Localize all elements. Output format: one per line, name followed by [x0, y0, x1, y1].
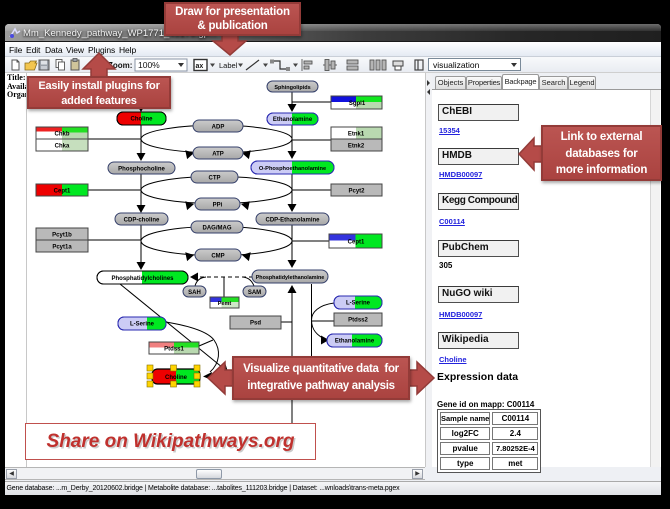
- svg-text:Chka: Chka: [55, 144, 70, 150]
- svg-text:L-Serine: L-Serine: [346, 301, 371, 307]
- svg-text:Ethanolamine: Ethanolamine: [335, 339, 375, 345]
- svg-text:SAM: SAM: [248, 290, 261, 296]
- svg-text:Etnk2: Etnk2: [348, 144, 365, 150]
- svg-text:Pcyt2: Pcyt2: [348, 189, 365, 195]
- svg-text:Chkb: Chkb: [55, 132, 70, 138]
- svg-text:Pcyt1a: Pcyt1a: [52, 245, 72, 251]
- svg-text:CDP-choline: CDP-choline: [124, 218, 160, 224]
- svg-text:Pemt: Pemt: [218, 301, 232, 307]
- svg-text:Ethanolamine: Ethanolamine: [273, 117, 313, 123]
- svg-text:DAG/MAG: DAG/MAG: [203, 226, 232, 232]
- svg-text:Cept1: Cept1: [54, 189, 71, 195]
- svg-text:PPi: PPi: [213, 203, 223, 209]
- svg-text:Pcyt1b: Pcyt1b: [52, 233, 72, 239]
- svg-text:Ptdss2: Ptdss2: [348, 318, 368, 324]
- svg-text:Choline: Choline: [131, 117, 154, 123]
- svg-text:ax: ax: [196, 63, 204, 70]
- svg-text:CMP: CMP: [211, 254, 224, 260]
- svg-text:100%: 100%: [138, 60, 160, 70]
- svg-text:Phosphatidylethanolamine: Phosphatidylethanolamine: [256, 275, 325, 281]
- svg-text:Choline: Choline: [165, 375, 188, 381]
- svg-text:ADP: ADP: [212, 125, 225, 131]
- svg-text:SAH: SAH: [188, 290, 201, 296]
- svg-text:Ptdss1: Ptdss1: [164, 347, 184, 353]
- svg-text:CTP: CTP: [209, 176, 221, 182]
- svg-text:Cept1: Cept1: [348, 240, 365, 246]
- svg-text:O-Phosphoethanolamine: O-Phosphoethanolamine: [259, 166, 326, 172]
- svg-text:L-Serine: L-Serine: [130, 322, 155, 328]
- svg-text:Phosphocholine: Phosphocholine: [118, 167, 165, 173]
- svg-text:CDP-Ethanolamine: CDP-Ethanolamine: [265, 218, 320, 224]
- svg-text:Psd: Psd: [250, 321, 261, 327]
- svg-text:Label: Label: [219, 61, 238, 70]
- svg-text:Sgpl1: Sgpl1: [349, 101, 366, 107]
- svg-text:Etnk1: Etnk1: [348, 132, 365, 138]
- svg-text:Phosphatidylcholines: Phosphatidylcholines: [111, 276, 174, 282]
- svg-text:ATP: ATP: [212, 152, 224, 158]
- svg-text:Sphingolipids: Sphingolipids: [274, 85, 310, 91]
- svg-text:Zoom:: Zoom:: [108, 61, 132, 70]
